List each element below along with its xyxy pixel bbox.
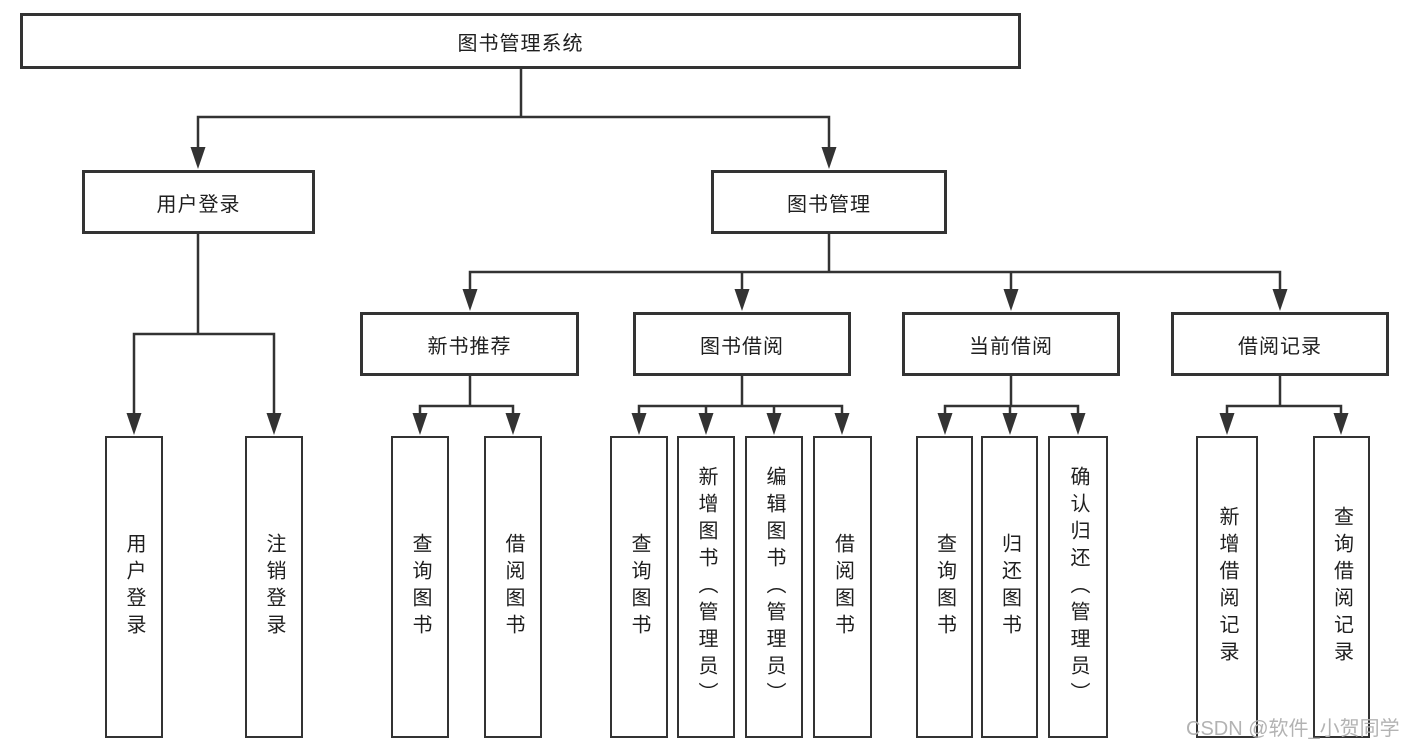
node-label: 借阅记录 bbox=[1238, 335, 1322, 358]
connector-root bbox=[196, 67, 831, 152]
arrowhead bbox=[462, 289, 478, 311]
arrowhead bbox=[834, 413, 850, 435]
arrowhead bbox=[734, 289, 750, 311]
leaf-label: 新增借阅记录 bbox=[1216, 506, 1238, 668]
leaf-label: 查询图书 bbox=[409, 533, 431, 641]
leaf-bb-add-book-admin: 新增图书（管理员） bbox=[677, 436, 735, 738]
connector-user-login bbox=[132, 232, 276, 418]
node-label: 图书管理 bbox=[787, 193, 871, 216]
node-new-book-recommend: 新书推荐 bbox=[360, 312, 579, 376]
leaf-bb-borrow-book: 借阅图书 bbox=[813, 436, 872, 738]
node-label: 图书借阅 bbox=[700, 335, 784, 358]
arrowhead bbox=[1333, 413, 1349, 435]
arrowhead bbox=[1272, 289, 1288, 311]
arrowhead bbox=[698, 413, 714, 435]
arrowhead bbox=[1002, 413, 1018, 435]
node-book-borrow: 图书借阅 bbox=[633, 312, 851, 376]
leaf-nb-borrow-book: 借阅图书 bbox=[484, 436, 542, 738]
arrowhead bbox=[937, 413, 953, 435]
connector-current-borrow bbox=[943, 374, 1080, 418]
leaf-label: 用户登录 bbox=[123, 533, 145, 641]
leaf-label: 归还图书 bbox=[998, 533, 1021, 641]
leaf-label: 借阅图书 bbox=[502, 533, 524, 641]
leaf-label: 查询图书 bbox=[628, 533, 650, 641]
leaf-br-query-record: 查询借阅记录 bbox=[1313, 436, 1370, 738]
arrowhead bbox=[821, 147, 837, 169]
connector-new-book bbox=[418, 374, 515, 418]
leaf-nb-query-book: 查询图书 bbox=[391, 436, 449, 738]
arrowhead bbox=[766, 413, 782, 435]
arrowheads bbox=[126, 147, 1349, 435]
leaf-cb-confirm-return-admin: 确认归还（管理员） bbox=[1048, 436, 1108, 738]
node-label: 图书管理系统 bbox=[457, 32, 584, 55]
arrowhead bbox=[190, 147, 206, 169]
leaf-cb-query-book: 查询图书 bbox=[916, 436, 973, 738]
connector-borrow-record bbox=[1225, 374, 1343, 418]
arrowhead bbox=[266, 413, 282, 435]
leaf-label: 确认归还（管理员） bbox=[1067, 465, 1089, 709]
connector-book-management bbox=[468, 232, 1282, 294]
node-root-system: 图书管理系统 bbox=[20, 13, 1021, 69]
arrowhead bbox=[126, 413, 142, 435]
leaf-label: 注销登录 bbox=[263, 533, 285, 641]
leaf-br-add-record: 新增借阅记录 bbox=[1196, 436, 1258, 738]
arrowhead bbox=[505, 413, 521, 435]
connector-book-borrow bbox=[637, 374, 844, 418]
leaf-bb-edit-book-admin: 编辑图书（管理员） bbox=[745, 436, 803, 738]
leaf-label: 查询借阅记录 bbox=[1330, 506, 1353, 668]
node-current-borrow: 当前借阅 bbox=[902, 312, 1120, 376]
leaf-label: 借阅图书 bbox=[831, 533, 854, 641]
leaf-cb-return-book: 归还图书 bbox=[981, 436, 1038, 738]
leaf-logout: 注销登录 bbox=[245, 436, 303, 738]
leaf-label: 查询图书 bbox=[933, 533, 956, 641]
node-book-management: 图书管理 bbox=[711, 170, 947, 234]
arrowhead bbox=[1003, 289, 1019, 311]
leaf-label: 编辑图书（管理员） bbox=[763, 465, 785, 709]
csdn-watermark: CSDN @软件_小贺同学 bbox=[1186, 718, 1400, 740]
arrowhead bbox=[1219, 413, 1235, 435]
arrowhead bbox=[1070, 413, 1086, 435]
node-label: 新书推荐 bbox=[427, 335, 512, 358]
node-label: 用户登录 bbox=[156, 193, 241, 216]
node-borrow-record: 借阅记录 bbox=[1171, 312, 1389, 376]
arrowhead bbox=[412, 413, 428, 435]
node-user-login: 用户登录 bbox=[82, 170, 315, 234]
leaf-user-login: 用户登录 bbox=[105, 436, 163, 738]
leaf-bb-query-book: 查询图书 bbox=[610, 436, 668, 738]
arrowhead bbox=[631, 413, 647, 435]
node-label: 当前借阅 bbox=[969, 335, 1053, 358]
leaf-label: 新增图书（管理员） bbox=[695, 465, 717, 709]
